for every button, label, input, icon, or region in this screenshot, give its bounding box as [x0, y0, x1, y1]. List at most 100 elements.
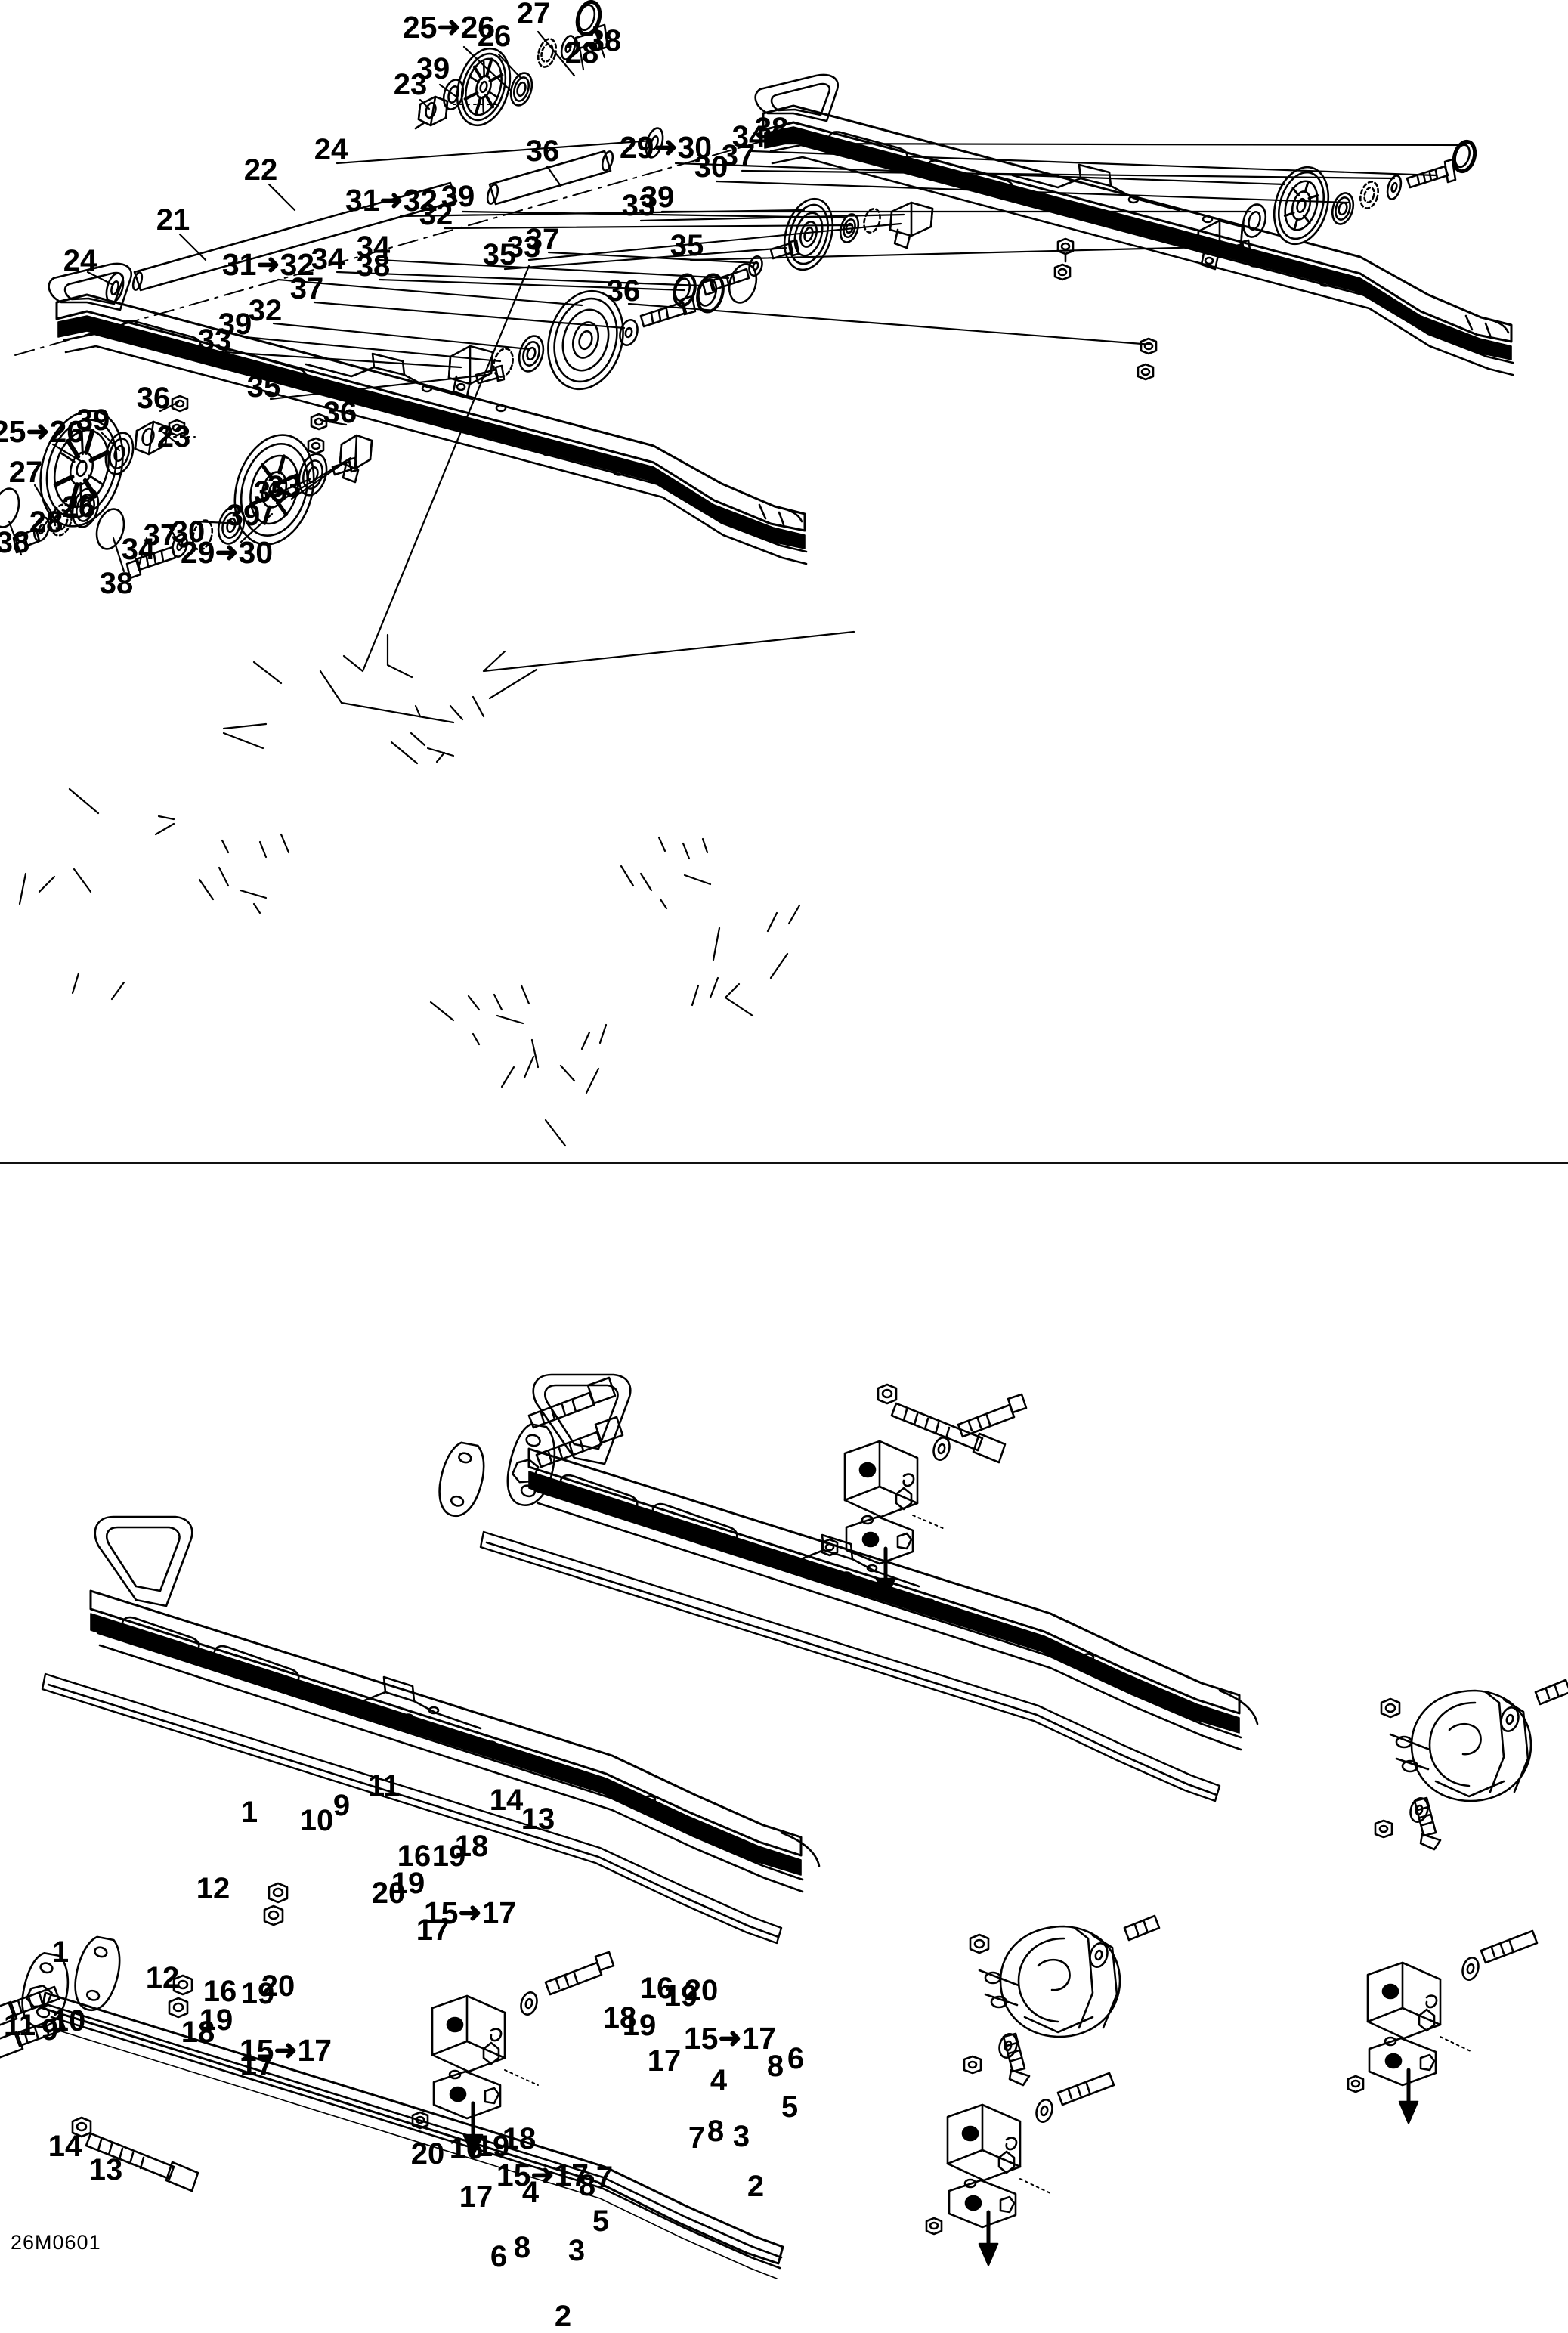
callout-19: 19: [391, 1867, 425, 1900]
idler-wheel-group-top-right: [1053, 139, 1477, 381]
callout-36: 36: [606, 274, 641, 308]
callout-25-to-26: 25➜26: [403, 12, 495, 44]
callout-5: 5: [592, 2205, 610, 2238]
callout-number-to: 32: [403, 183, 438, 218]
callout-1: 1: [51, 1935, 70, 1969]
callout-33: 33: [621, 189, 656, 222]
callout-15-to-17: 15➜17: [496, 2160, 589, 2192]
arrow-right-icon: ➜: [530, 2159, 555, 2190]
diagram-footer-code: 26M0601: [11, 2231, 101, 2254]
top-section-artwork: [0, 0, 1514, 580]
callout-4: 4: [710, 2064, 728, 2097]
slider-block-group-c: [1347, 1929, 1539, 2124]
callout-38: 38: [99, 567, 134, 600]
callout-number-from: 31: [345, 183, 380, 218]
callout-3: 3: [732, 2120, 750, 2153]
callout-6: 6: [787, 2042, 805, 2075]
callout-19: 19: [622, 2009, 657, 2042]
callout-29-to-30: 29➜30: [181, 537, 273, 569]
callout-31-to-32: 31➜32: [222, 249, 314, 281]
callout-15-to-17: 15➜17: [424, 1898, 516, 1929]
callout-number-to: 17: [297, 2033, 332, 2068]
callout-25-to-26: 25➜26: [0, 416, 84, 448]
callout-39: 39: [226, 499, 261, 532]
callout-28: 28: [29, 506, 63, 539]
callout-13: 13: [521, 1802, 555, 1836]
rear-end-cap-upper: [1374, 1679, 1568, 1851]
callout-15-to-17: 15➜17: [684, 2023, 776, 2055]
arrow-right-icon: ➜: [215, 537, 239, 568]
callout-30: 30: [694, 150, 728, 184]
callout-23: 23: [156, 420, 191, 453]
callout-4: 4: [521, 2176, 540, 2209]
callout-17: 17: [647, 2044, 682, 2078]
slider-block-group-d: [925, 2072, 1115, 2266]
top-leader-lines: [8, 26, 1467, 573]
callout-20: 20: [371, 1877, 406, 1910]
callout-19: 19: [431, 1839, 466, 1873]
callout-10: 10: [299, 1804, 334, 1837]
bottom-section-artwork: [0, 265, 1568, 2279]
callout-19: 19: [663, 1979, 698, 2013]
callout-7: 7: [595, 2161, 614, 2194]
callout-34: 34: [311, 243, 345, 276]
callout-34: 34: [356, 231, 391, 264]
callout-37: 37: [525, 223, 560, 256]
callout-18: 18: [454, 1830, 489, 1863]
axle-shaft-group: [14, 127, 787, 356]
upper-rail-body: [754, 73, 1514, 376]
callout-36: 36: [136, 382, 171, 415]
callout-number-to: 32: [280, 247, 315, 282]
callout-28: 28: [564, 36, 599, 70]
long-bolt-13-upper: [877, 1383, 1007, 1464]
callout-26: 26: [477, 20, 512, 53]
callout-36: 36: [525, 135, 560, 168]
callout-37: 37: [721, 139, 756, 172]
callout-39: 39: [76, 404, 110, 437]
callout-39: 39: [218, 308, 252, 341]
callout-8: 8: [513, 2231, 531, 2264]
callout-20: 20: [410, 2137, 445, 2171]
callout-38: 38: [0, 526, 30, 559]
callout-17: 17: [240, 2049, 274, 2082]
callout-7: 7: [688, 2121, 706, 2155]
callout-37: 37: [289, 272, 324, 305]
callout-16: 16: [449, 2132, 484, 2165]
callout-number-to: 17: [741, 2021, 777, 2056]
callout-2: 2: [747, 2170, 765, 2203]
callout-number-to: 26: [49, 414, 85, 449]
callout-11: 11: [367, 1769, 401, 1802]
callout-number-from: 15: [239, 2033, 274, 2068]
callout-number-to: 30: [238, 535, 274, 570]
callout-33: 33: [267, 470, 302, 503]
callout-number-from: 25: [0, 414, 26, 449]
callout-number-from: 15: [496, 2158, 531, 2192]
slider-block-group-b: [411, 1951, 615, 2158]
arrow-right-icon: ➜: [26, 416, 50, 447]
callout-number-from: 29: [619, 130, 654, 165]
callout-number-from: 15: [683, 2021, 719, 2056]
arrow-right-icon: ➜: [437, 11, 461, 42]
rail-assembly-upper: [479, 1373, 1259, 1802]
callout-number-to: 17: [554, 2158, 589, 2192]
callout-24: 24: [314, 133, 348, 166]
rail-assembly-lower: [41, 1515, 821, 1945]
arrow-right-icon: ➜: [274, 2034, 298, 2065]
front-mount-group-upper: [263, 1376, 624, 1926]
callout-9: 9: [41, 2013, 59, 2047]
callout-38: 38: [587, 24, 622, 57]
section-divider: [0, 1162, 1568, 1164]
callout-16: 16: [397, 1839, 431, 1873]
callout-22: 22: [243, 153, 278, 187]
callout-27: 27: [516, 0, 551, 30]
callout-35: 35: [670, 229, 704, 262]
callout-number-to: 17: [481, 1895, 517, 1930]
callout-34: 34: [121, 533, 156, 566]
callout-27: 27: [8, 456, 43, 489]
callout-32: 32: [419, 198, 453, 231]
callout-12: 12: [145, 1961, 180, 1994]
callout-12: 12: [196, 1872, 230, 1905]
callout-31-to-32: 31➜32: [345, 185, 438, 217]
callout-17: 17: [416, 1914, 450, 1947]
